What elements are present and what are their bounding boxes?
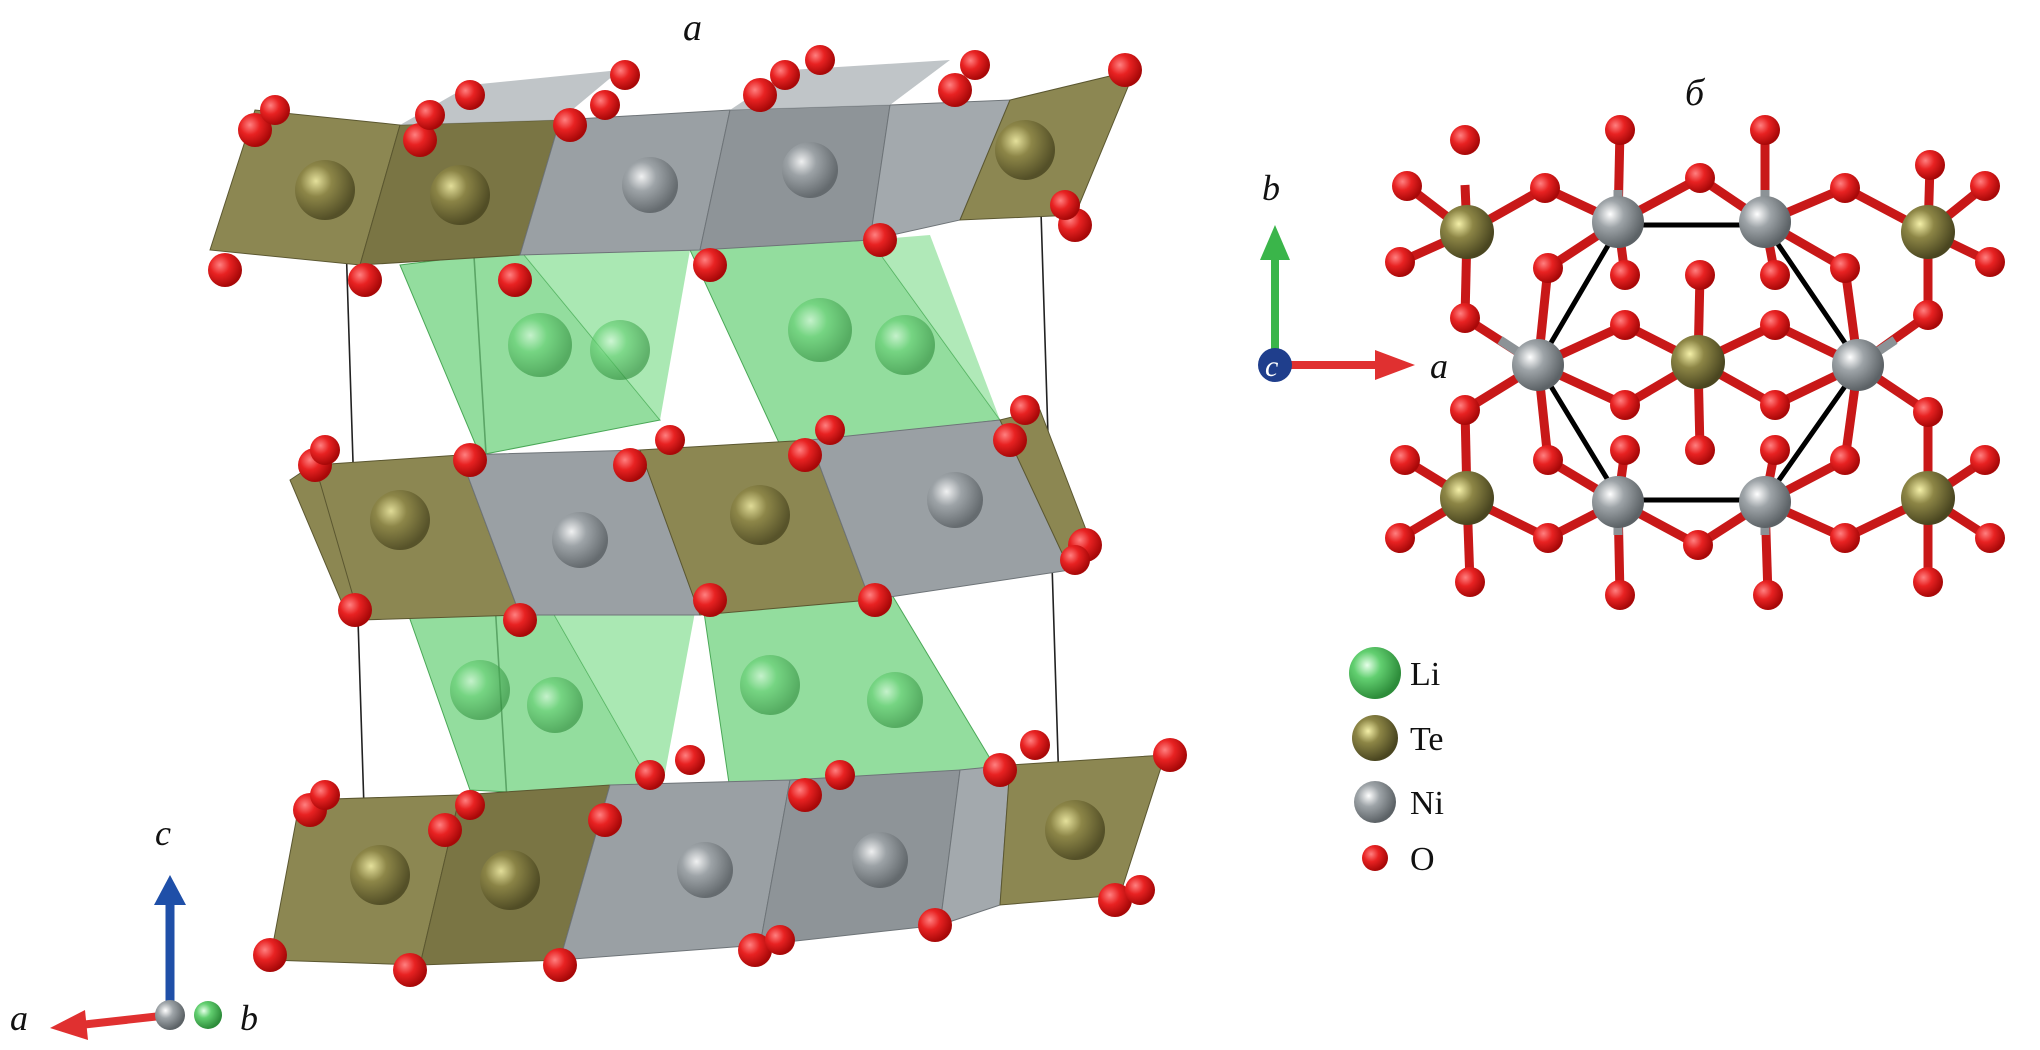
legend-o-label: O	[1410, 841, 1435, 878]
legend-o-swatch	[1362, 845, 1388, 871]
legend-item-te: Te	[1352, 715, 1444, 761]
octahedra-layer-bottom	[269, 754, 1166, 966]
octahedra-layer-middle	[289, 409, 1091, 621]
panel-a-structure: a	[10, 7, 1187, 1040]
panel-b-label: б	[1685, 72, 1706, 114]
axis-b-marker-panel-a	[194, 1001, 222, 1029]
legend-ni-swatch	[1354, 781, 1396, 823]
axes-indicator-panel-a: c a b	[10, 813, 258, 1040]
axes-indicator-panel-b: c b a	[1258, 168, 1448, 386]
oxygen-atoms-panel-b	[1385, 115, 2005, 610]
legend-item-ni: Ni	[1354, 781, 1444, 823]
axis-b-arrow-panel-b	[1260, 225, 1290, 260]
axis-a-arrow-panel-a	[50, 1010, 88, 1040]
legend-item-o: O	[1362, 841, 1435, 878]
axis-b-label-panel-a: b	[240, 998, 258, 1038]
legend-item-li: Li	[1349, 647, 1440, 699]
axis-origin-panel-a	[155, 1000, 185, 1030]
panel-a-label: a	[683, 7, 702, 49]
te-atoms-panel-b	[1440, 205, 1955, 525]
octahedra-layer-top	[209, 60, 1136, 266]
ni-atoms-panel-b	[1512, 196, 1884, 528]
axis-b-label-panel-b: b	[1262, 168, 1280, 208]
panel-b-structure: б	[1258, 72, 2005, 610]
axis-a-arrow-panel-b	[1375, 350, 1415, 380]
oxygen-atoms-panel-a	[208, 45, 1187, 987]
legend: Li Te Ni O	[1349, 647, 1444, 878]
axis-c-arrow-panel-a	[154, 875, 186, 905]
legend-li-swatch	[1349, 647, 1401, 699]
legend-li-label: Li	[1410, 656, 1440, 693]
axis-c-marker-panel-b	[1258, 348, 1292, 382]
axis-a-label-panel-b: a	[1430, 346, 1448, 386]
axis-c-label-panel-a: c	[155, 813, 171, 853]
li-polyhedra-layer-lower	[404, 574, 1001, 801]
legend-ni-label: Ni	[1410, 785, 1444, 822]
axis-a-label-panel-a: a	[10, 998, 28, 1038]
legend-te-swatch	[1352, 715, 1398, 761]
legend-te-label: Te	[1410, 721, 1444, 758]
axis-c-label-panel-b: c	[1265, 350, 1278, 383]
li-polyhedra-layer-upper	[399, 235, 1001, 456]
